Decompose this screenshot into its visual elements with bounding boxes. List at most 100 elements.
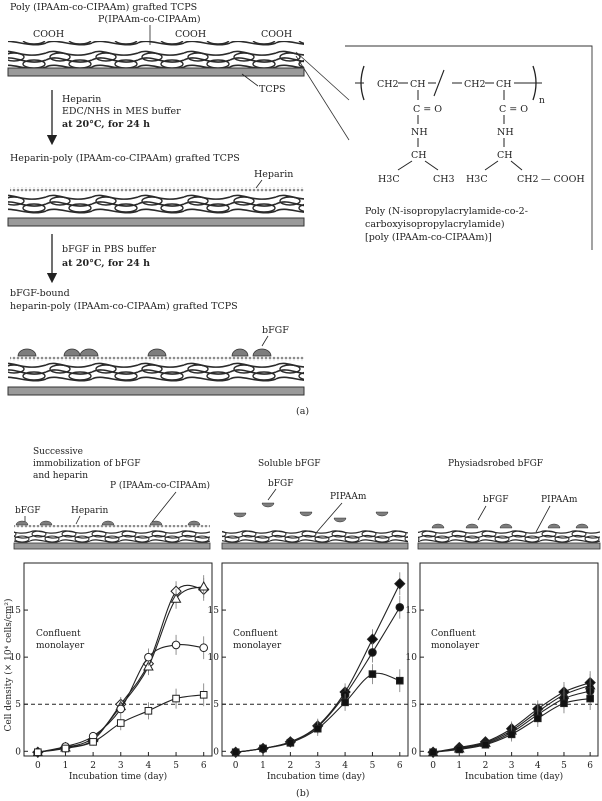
x-tick-label: 3 — [509, 761, 515, 771]
data-point — [144, 707, 153, 715]
caption-a: (a) — [296, 406, 309, 417]
sub1-surface — [13, 520, 211, 550]
data-point — [34, 748, 42, 757]
y-tick-label: 10 — [208, 653, 220, 663]
sub1-chain-label: P (IPAAm-co-CIPAAm) — [110, 480, 210, 491]
ch2-b: CH2 — [464, 79, 486, 90]
tcps-pointer — [241, 73, 259, 87]
data-point — [286, 739, 295, 747]
heparin-surface — [7, 187, 305, 227]
x-tick-label: 0 — [233, 761, 239, 771]
sub1-bfgf-label: bFGF — [15, 506, 40, 516]
h3c-b: H3C — [466, 174, 488, 185]
x-axis-label-2: Incubation time (day) — [267, 771, 365, 782]
ch-d: CH — [497, 150, 513, 161]
data-point — [116, 704, 126, 714]
cooh-label-3: COOH — [261, 29, 292, 40]
x-tick-label: 6 — [201, 761, 207, 771]
bound-line1: bFGF-bound — [10, 288, 70, 299]
ch-b: CH — [496, 79, 512, 90]
ch-a: CH — [410, 79, 426, 90]
y-tick-label: 10 — [10, 653, 22, 663]
sub2-pipaam-label: PIPAAm — [330, 492, 367, 502]
step1-line1: Heparin — [62, 94, 101, 105]
data-point — [259, 744, 267, 753]
y-tick-label: 5 — [213, 700, 219, 710]
confluent-label-2a: Confluent — [233, 629, 278, 639]
heparin-surface-label: Heparin-poly (IPAAm-co-CIPAAm) grafted T… — [10, 153, 240, 164]
data-point — [170, 593, 182, 603]
polymer-name-line3: [poly (IPAAm-co-CIPAAm)] — [365, 232, 492, 243]
series-line — [235, 672, 400, 753]
plot-frame — [221, 562, 409, 757]
data-point — [560, 699, 568, 708]
y-tick-label: 15 — [208, 606, 220, 616]
sub1-title-line2: immobilization of bFGF — [33, 459, 141, 469]
ch2-c: CH2 — [517, 174, 539, 185]
data-point — [198, 581, 210, 591]
sub3-bfgf-label: bFGF — [483, 495, 508, 505]
data-point — [481, 740, 490, 749]
data-point — [341, 698, 349, 707]
x-tick-label: 2 — [288, 761, 294, 771]
tcps-plate-1 — [7, 67, 305, 77]
heparin-pointer — [255, 179, 263, 189]
co-a: C = O — [413, 104, 442, 115]
sub1-chain-pointer — [151, 491, 177, 523]
data-point — [116, 719, 125, 727]
data-point — [586, 694, 594, 703]
bfgf-label: bFGF — [262, 325, 289, 336]
x-tick-label: 2 — [483, 761, 489, 771]
co-b: C = O — [499, 104, 528, 115]
sub1-title-line1: Successive — [33, 447, 83, 457]
sub2-title: Soluble bFGF — [258, 459, 321, 469]
data-point — [533, 714, 542, 723]
sub2-bfgf-label: bFGF — [268, 479, 293, 489]
x-tick-label: 1 — [63, 761, 69, 771]
x-axis-label-1: Incubation time (day) — [69, 771, 167, 782]
y-tick-label: 5 — [411, 700, 417, 710]
sub3-surface — [417, 523, 601, 550]
data-point — [172, 694, 180, 703]
plot-frame — [23, 562, 213, 757]
data-point — [368, 648, 377, 657]
structure-box — [345, 45, 593, 250]
sub3-title: Physiadsrobed bFGF — [448, 459, 543, 469]
plot-frame — [419, 562, 599, 757]
top-surface-label: Poly (IPAAm-co-CIPAAm) grafted TCPS — [10, 2, 197, 13]
x-tick-label: 4 — [342, 761, 348, 771]
data-point — [394, 578, 406, 590]
data-point — [313, 724, 322, 733]
sub2-free-bfgf — [233, 502, 389, 523]
h3c-a: H3C — [378, 174, 400, 185]
x-tick-label: 5 — [173, 761, 179, 771]
x-tick-label: 4 — [146, 761, 152, 771]
data-point — [368, 670, 377, 678]
data-point — [395, 602, 405, 612]
x-axis-label-3: Incubation time (day) — [465, 771, 563, 782]
sub1-heparin-pointer — [75, 515, 81, 525]
ch3-a: CH3 — [433, 174, 455, 185]
y-tick-label: 15 — [406, 606, 418, 616]
x-tick-label: 6 — [397, 761, 403, 771]
caption-b: (b) — [296, 788, 310, 799]
sub2-bfgf-pointer — [267, 488, 277, 501]
y-tick-label: 15 — [10, 606, 22, 616]
x-tick-label: 1 — [456, 761, 462, 771]
sub1-title-line3: and heparin — [33, 471, 88, 481]
polymer-name-line1: Poly (N-isopropylacrylamide-co-2- — [365, 206, 528, 217]
y-tick-label: 10 — [406, 653, 418, 663]
zoom-line-bottom — [295, 55, 350, 141]
data-point — [199, 691, 208, 699]
y-tick-label: 0 — [15, 747, 21, 757]
y-tick-label: 0 — [411, 747, 417, 757]
confluent-label-1a: Confluent — [36, 629, 81, 639]
data-point — [455, 745, 464, 754]
sub3-bfgf-pointer — [477, 505, 487, 521]
sub1-heparin-label: Heparin — [71, 506, 108, 516]
x-tick-label: 5 — [370, 761, 376, 771]
x-tick-label: 3 — [118, 761, 124, 771]
